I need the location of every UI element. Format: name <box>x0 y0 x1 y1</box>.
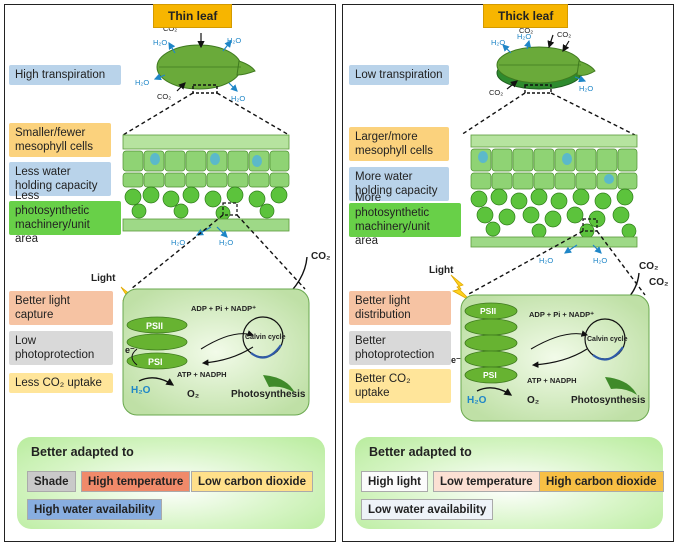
o2-label: O₂ <box>527 395 539 406</box>
adapted-to-title: Better adapted to <box>369 445 472 459</box>
psi-label: PSI <box>148 357 163 367</box>
co2-label: CO₂ <box>649 277 668 288</box>
o2-label: O₂ <box>187 389 199 400</box>
chloroplast <box>460 294 650 422</box>
adaptation-chip: Low water availability <box>361 499 494 520</box>
adapted-to-box: Better adapted to High light Low tempera… <box>355 437 664 529</box>
thick-leaf-panel: CO₂ CO₂ H₂O H₂O H₂O CO₂ H₂O H₂O Light CO… <box>342 4 674 542</box>
thin-leaf-panel: CO₂ H₂O H₂O H₂O H₂O CO₂ H₂O H₂O Light CO… <box>4 4 336 542</box>
stoma-h2o-label: H₂O <box>539 256 553 265</box>
transpiration-label: High transpiration <box>9 65 121 85</box>
light-capture-label: Better light capture <box>9 291 113 325</box>
h2o-label: H₂O <box>153 38 167 47</box>
photoprotection-label: Low photoprotection <box>9 331 113 365</box>
h2o-label: H₂O <box>517 32 531 41</box>
adaptation-chip: High water availability <box>27 499 162 520</box>
adaptation-chip: Low temperature <box>433 471 540 492</box>
thin-leaf-shape <box>156 44 256 94</box>
transpiration-label: Low transpiration <box>349 65 449 85</box>
light-label: Light <box>91 273 116 284</box>
stoma-h2o-label: H₂O <box>219 238 233 247</box>
photosynthetic-machinery-label: More photosynthetic machinery/unit area <box>349 192 461 247</box>
photoprotection-label: Better photoprotection <box>349 331 451 365</box>
adp-label: ADP + Pi + NADP⁺ <box>529 310 594 319</box>
co2-label: CO₂ <box>157 92 171 101</box>
h2o-label: H₂O <box>579 84 593 93</box>
panel-title: Thin leaf <box>153 4 233 28</box>
stoma-h2o-label: H₂O <box>593 256 607 265</box>
light-label: Light <box>429 265 454 276</box>
water-capacity-label: More water holding capacity <box>349 167 449 201</box>
adaptation-chip: Shade <box>27 471 76 492</box>
thick-leaf-shape <box>496 46 596 94</box>
photosynthesis-label: Photosynthesis <box>571 395 646 406</box>
co2-uptake-label: Less CO₂ uptake <box>9 373 113 393</box>
co2-label: CO₂ <box>311 251 330 262</box>
psii-label: PSII <box>146 321 163 331</box>
atp-label: ATP + NADPH <box>527 376 577 385</box>
stoma-h2o-label: H₂O <box>171 238 185 247</box>
chloroplast-h2o-label: H₂O <box>467 395 487 406</box>
mesophyll-cells-label: Larger/more mesophyll cells <box>349 127 449 161</box>
photosynthesis-label: Photosynthesis <box>231 389 306 400</box>
water-capacity-label: Less water holding capacity <box>9 162 111 196</box>
calvin-cycle-label: Calvin cycle <box>587 336 628 343</box>
co2-label: CO₂ <box>489 88 503 97</box>
chloroplast <box>122 288 310 416</box>
co2-in-label: CO₂ <box>557 30 571 39</box>
electron-label: e⁻ <box>451 355 461 365</box>
co2-in-label: CO₂ <box>519 26 533 35</box>
electron-label: e⁻ <box>125 345 135 355</box>
h2o-label: H₂O <box>135 78 149 87</box>
co2-in-label: CO₂ <box>163 24 177 33</box>
mesophyll-cells-label: Smaller/fewer mesophyll cells <box>9 123 111 157</box>
chloroplast-h2o-label: H₂O <box>131 385 151 396</box>
adapted-to-box: Better adapted to Shade High temperature… <box>17 437 325 529</box>
h2o-label: H₂O <box>231 94 245 103</box>
calvin-cycle-label: Calvin cycle <box>245 334 286 341</box>
light-distribution-label: Better light distribution <box>349 291 451 325</box>
co2-label: CO₂ <box>639 261 658 272</box>
adapted-to-title: Better adapted to <box>31 445 134 459</box>
mesophyll-cross-section <box>470 134 638 248</box>
psii-label: PSII <box>480 306 496 316</box>
psi-label: PSI <box>483 370 497 380</box>
h2o-label: H₂O <box>491 38 505 47</box>
h2o-label: H₂O <box>227 36 241 45</box>
adp-label: ADP + Pi + NADP⁺ <box>191 304 256 313</box>
panel-title: Thick leaf <box>483 4 569 28</box>
thick-leaf-artwork: CO₂ CO₂ H₂O H₂O H₂O CO₂ H₂O H₂O Light CO… <box>429 26 668 422</box>
co2-uptake-label: Better CO₂ uptake <box>349 369 451 403</box>
adaptation-chip: High temperature <box>81 471 191 492</box>
adaptation-chip: High light <box>361 471 429 492</box>
thin-leaf-artwork: CO₂ H₂O H₂O H₂O H₂O CO₂ H₂O H₂O Light CO… <box>91 24 330 416</box>
mesophyll-cross-section <box>122 134 290 232</box>
adaptation-chip: Low carbon dioxide <box>191 471 313 492</box>
adaptation-chip: High carbon dioxide <box>539 471 664 492</box>
photosynthetic-machinery-label: Less photosynthetic machinery/unit area <box>9 190 121 245</box>
atp-label: ATP + NADPH <box>177 370 227 379</box>
